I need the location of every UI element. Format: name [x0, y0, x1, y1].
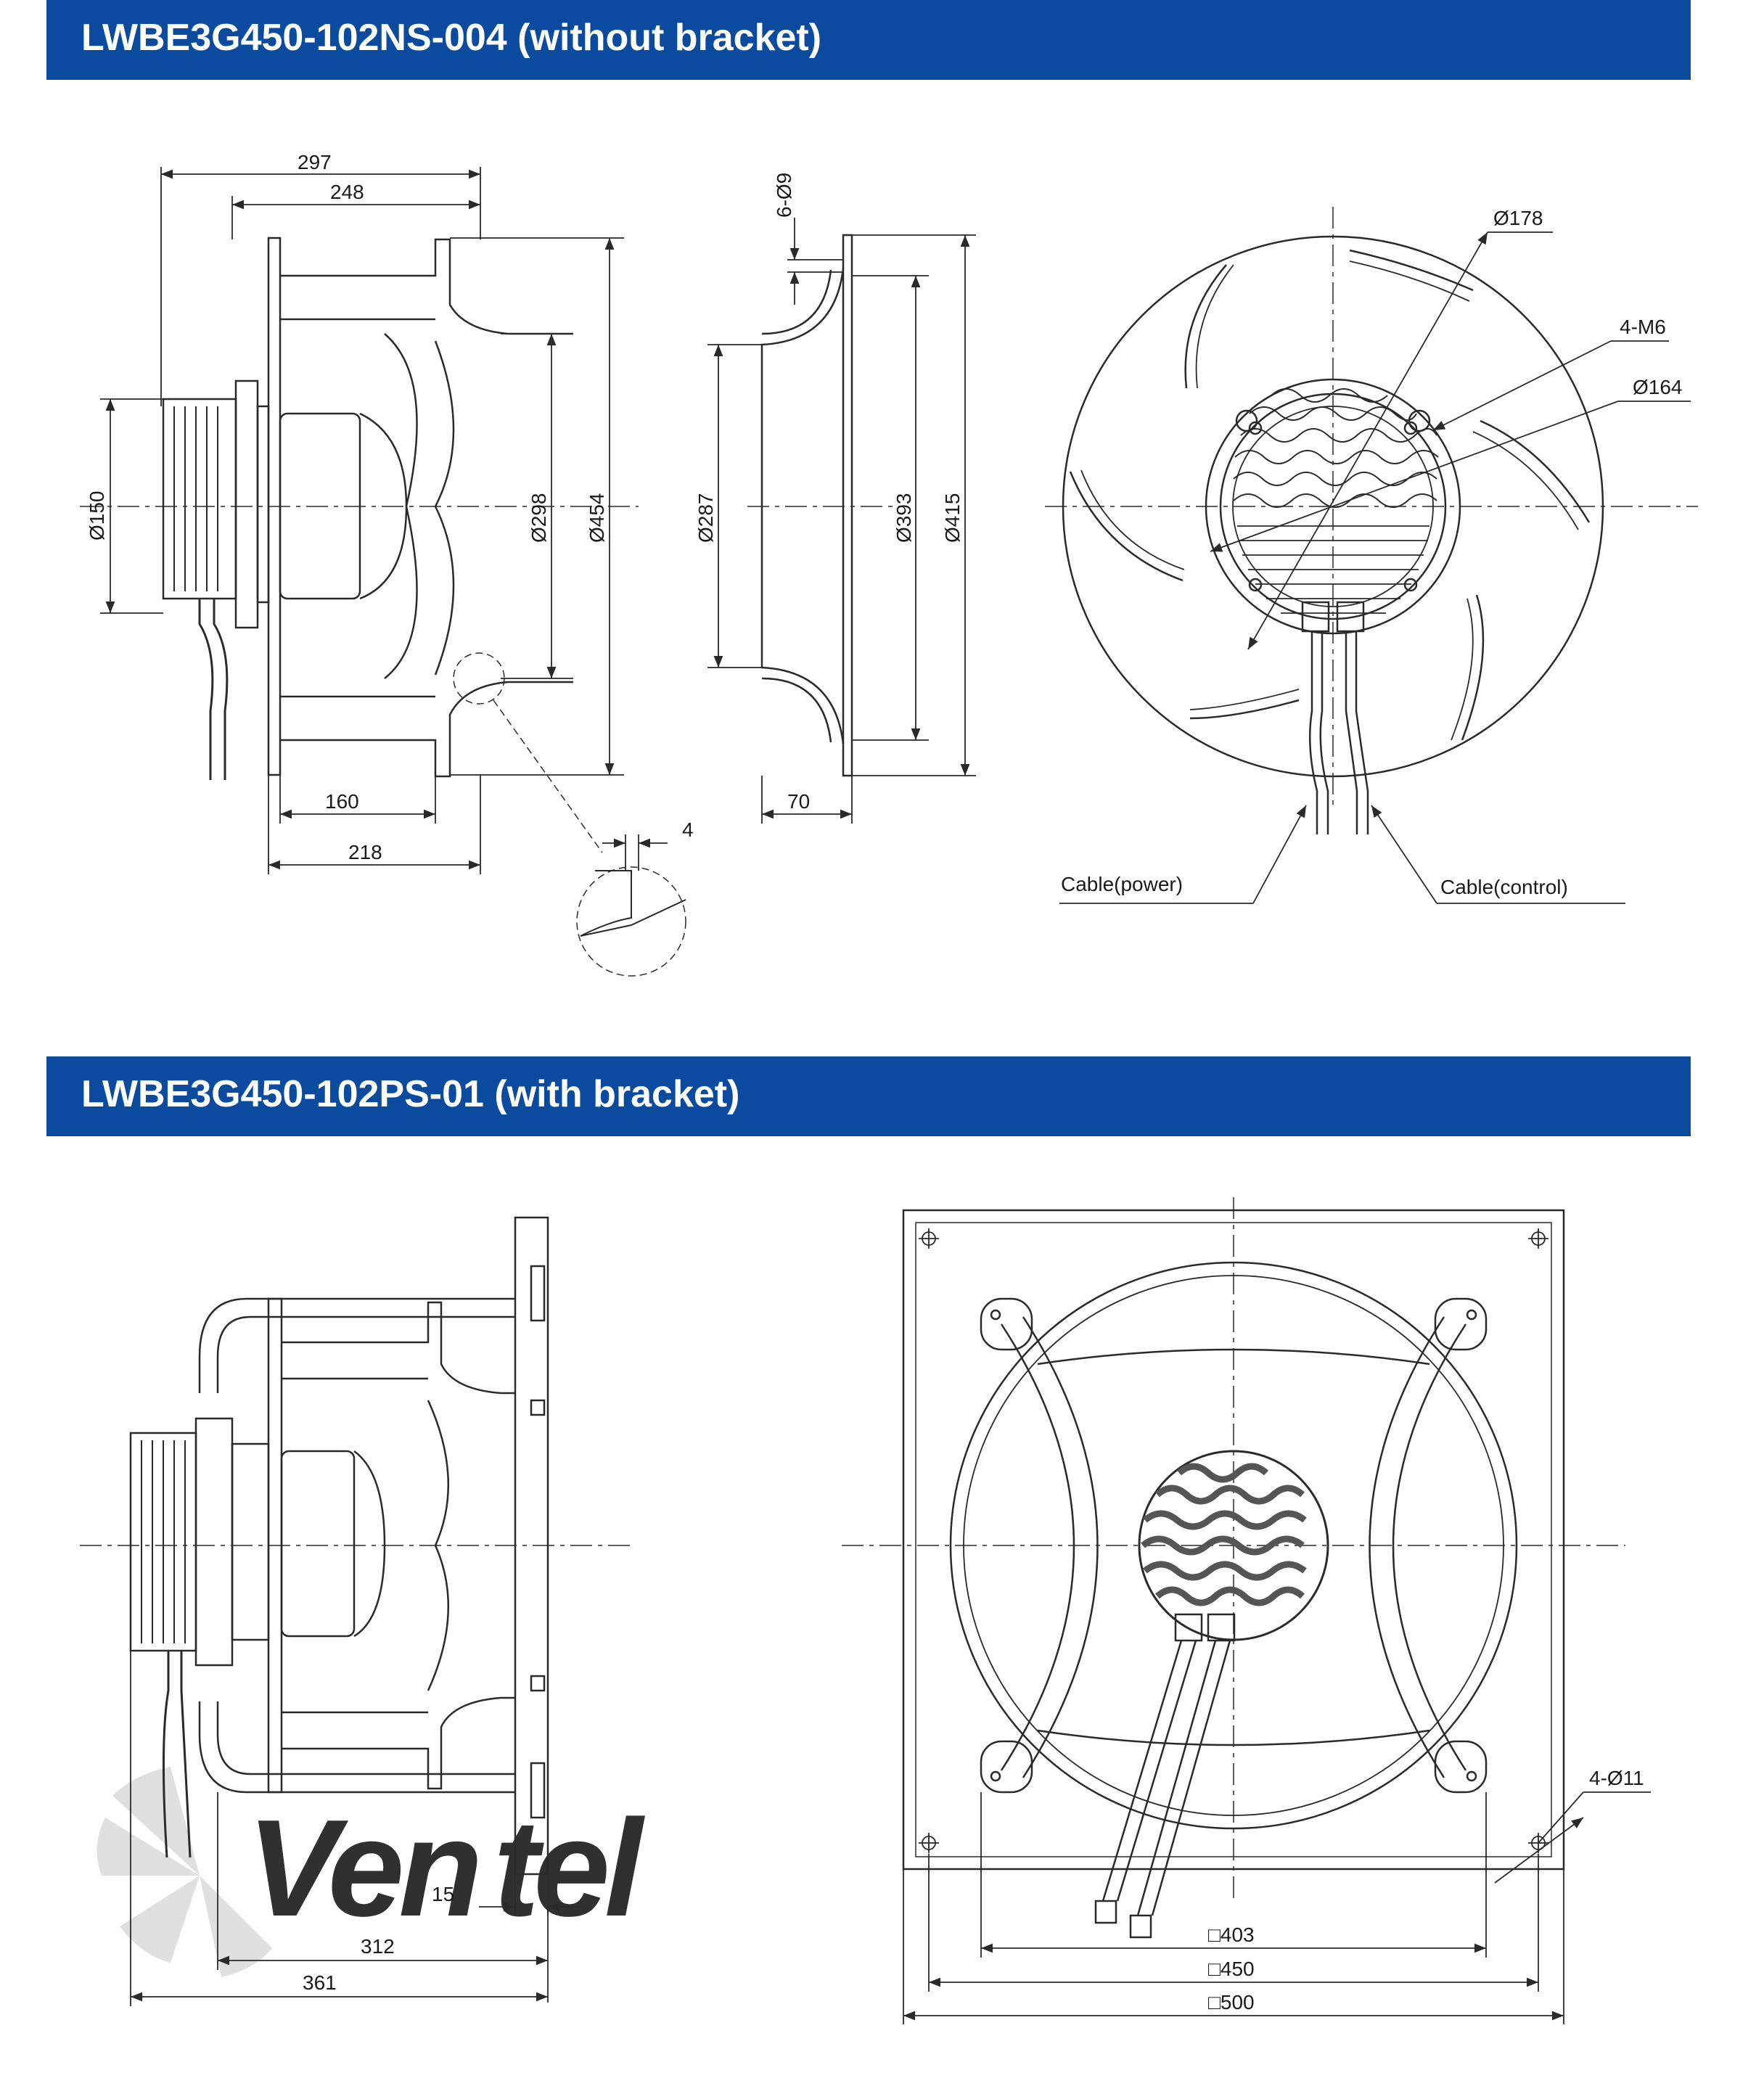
section-title: LWBE3G450-102NS-004 (without bracket) [81, 17, 822, 59]
bracket-front-view [842, 1197, 1625, 1939]
dim-248: 248 [330, 181, 364, 203]
watermark-logo: Ven tel [97, 1767, 652, 1977]
dimension-lines-nozzle [707, 218, 976, 824]
dim-218: 218 [348, 841, 382, 863]
dim-6-d9: 6-Ø9 [773, 173, 795, 218]
dim-4-m6: 4-M6 [1620, 316, 1666, 338]
fan-front-view [1045, 207, 1698, 834]
dim-4: 4 [682, 818, 694, 841]
dimension-labels-bracket-front: 4-Ø11 □403 □450 □500 [1208, 1767, 1644, 2013]
svg-text:tel: tel [493, 1791, 646, 1945]
section-title: LWBE3G450-102PS-01 (with bracket) [81, 1073, 740, 1115]
dim-d287: Ø287 [694, 493, 717, 543]
bracket-side-view [80, 1216, 631, 1876]
dim-d415: Ø415 [941, 493, 964, 543]
dim-70: 70 [787, 790, 810, 813]
dim-160: 160 [325, 790, 359, 813]
dim-d298: Ø298 [528, 493, 550, 543]
dim-d393: Ø393 [893, 493, 915, 543]
section-header-top: LWBE3G450-102NS-004 (without bracket) [46, 0, 1691, 80]
dimension-labels-nozzle: 6-Ø9 Ø287 Ø393 Ø415 70 [694, 173, 964, 813]
dim-361: 361 [303, 1971, 337, 1994]
dim-297: 297 [298, 151, 332, 173]
dim-d150: Ø150 [86, 491, 108, 541]
inlet-nozzle-side-view [747, 234, 907, 777]
dim-4-d11: 4-Ø11 [1589, 1767, 1644, 1789]
svg-text:Ven: Ven [247, 1791, 477, 1945]
dim-d178: Ø178 [1493, 207, 1543, 229]
dim-sq450: □450 [1208, 1958, 1255, 1980]
leader-lines-front [1059, 231, 1691, 904]
dim-d164: Ø164 [1633, 376, 1683, 398]
dim-15: 15 [432, 1883, 454, 1905]
dim-sq403: □403 [1208, 1923, 1255, 1946]
label-cable-control: Cable(control) [1440, 876, 1568, 898]
dimension-lines-bracket-side [130, 1651, 581, 2006]
dim-sq500: □500 [1208, 1991, 1255, 2013]
dimension-labels-front: Ø178 4-M6 Ø164 Cable(power) Cable(contro… [1061, 207, 1683, 898]
section-header-bottom: LWBE3G450-102PS-01 (with bracket) [46, 1056, 1691, 1136]
dimension-labels-side: 297 248 Ø150 Ø298 Ø454 160 218 4 [86, 151, 694, 863]
fan-side-view [80, 237, 686, 977]
dim-d454: Ø454 [586, 493, 608, 543]
label-cable-power: Cable(power) [1061, 873, 1183, 895]
dimension-labels-bracket-side: 15 312 361 [303, 1883, 454, 1994]
dimension-lines-side [100, 167, 668, 874]
dimension-lines-bracket-front [903, 1791, 1651, 2024]
dim-312: 312 [361, 1935, 395, 1958]
